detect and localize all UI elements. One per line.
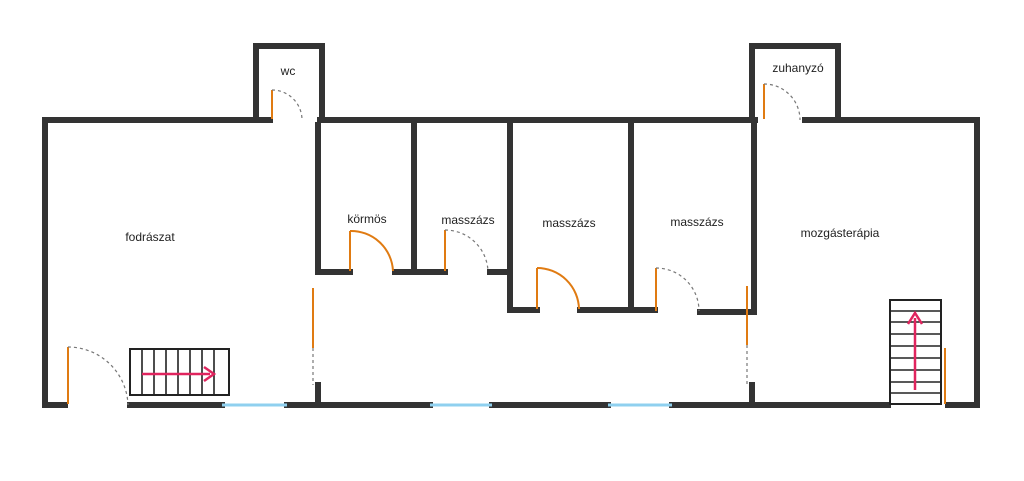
room-label-fodraszat: fodrászat [125,230,175,244]
masszazs1-door-swing [444,229,489,272]
room-label-zuhanyzo: zuhanyzó [772,61,824,75]
stairs-left-arrow-head [203,365,217,383]
entrance-door-swing [67,346,129,406]
wc-door-swing [271,89,303,121]
shower-door-swing [763,83,801,121]
room-label-wc: wc [280,64,296,78]
room-label-mozgasterapia: mozgásterápia [801,226,880,240]
masszazs3-door-swing [655,267,700,312]
room-label-masszazs-2: masszázs [542,216,595,230]
walls [42,43,980,408]
room-label-masszazs-3: masszázs [670,215,723,229]
stairs-right [889,299,942,405]
kormos-door-swing [349,229,394,272]
room-label-kormos: körmös [347,212,386,226]
masszazs2-door-swing [536,267,580,310]
room-label-masszazs-1: masszázs [441,213,494,227]
room-labels: wc zuhanyzó fodrászat körmös masszázs ma… [125,61,879,244]
stairs-right-arrow-head [906,310,924,325]
doors [67,83,946,406]
stairs-left [129,348,230,396]
